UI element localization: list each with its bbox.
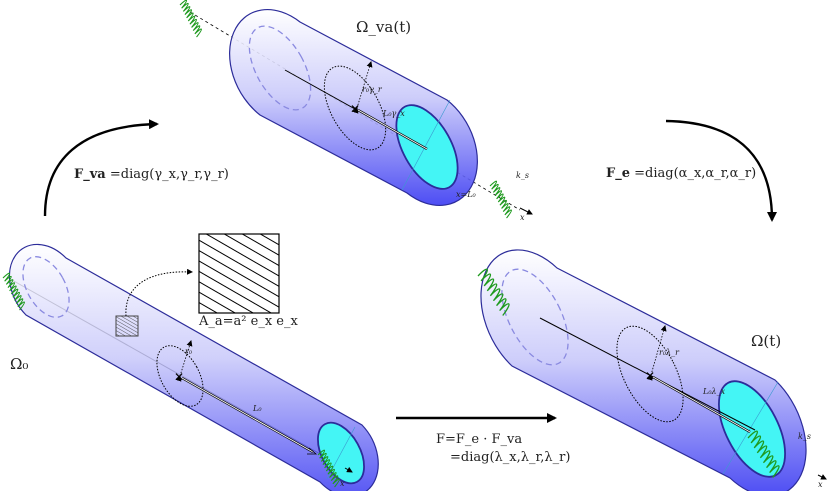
intermediate-radius-label: r₀γ_r [362, 85, 382, 94]
svg-text:✕: ✕ [645, 369, 655, 383]
reference-radius-label: r₀ [185, 347, 193, 356]
intermediate-axis-label: x [520, 213, 525, 222]
growth-lhs: F_va [74, 167, 106, 182]
current-axis-label: x [818, 480, 823, 489]
elastic-lhs: F_e [606, 166, 631, 181]
total-transform-line2: =diag(λ_x,λ_r,λ_r) [450, 450, 571, 465]
elastic-transform-label: F_e =diag(α_x,α_r,α_r) [606, 167, 756, 180]
elastic-rhs: =diag(α_x,α_r,α_r) [634, 166, 757, 181]
reference-axis-label: x [340, 479, 345, 488]
intermediate-length-label: L₀γ_x [383, 109, 405, 118]
reference-length-label: L₀ [253, 404, 262, 413]
current-radius-label: r₀λ_r [659, 348, 679, 357]
intermediate-state-label: Ω_va(t) [356, 18, 412, 36]
current-state-label: Ω(t) [751, 332, 782, 350]
intermediate-spring-label: k_s [516, 171, 529, 180]
reference-cylinder: ✕ [2, 243, 379, 491]
growth-rhs: =diag(γ_x,γ_r,γ_r) [109, 167, 229, 182]
current-cylinder: ✕ [477, 249, 827, 491]
anisotropy-inset [198, 233, 280, 314]
current-length-label: L₀λ_x [703, 387, 726, 396]
total-transform-line1: F=F_e · F_va [436, 432, 523, 447]
reference-state-label: Ω₀ [10, 355, 29, 373]
growth-transform-label: F_va =diag(γ_x,γ_r,γ_r) [74, 168, 229, 181]
intermediate-position-label: x=L₀ [456, 190, 476, 199]
growth-arrow [43, 119, 159, 217]
current-spring-label: k_s [798, 432, 811, 441]
elastic-arrow [665, 119, 777, 222]
intermediate-cylinder: ✕ [179, 0, 533, 219]
anisotropy-tensor-label: A_a=a² e_x e_x [199, 314, 298, 329]
svg-text:✕: ✕ [350, 102, 360, 116]
svg-text:✕: ✕ [174, 370, 184, 384]
